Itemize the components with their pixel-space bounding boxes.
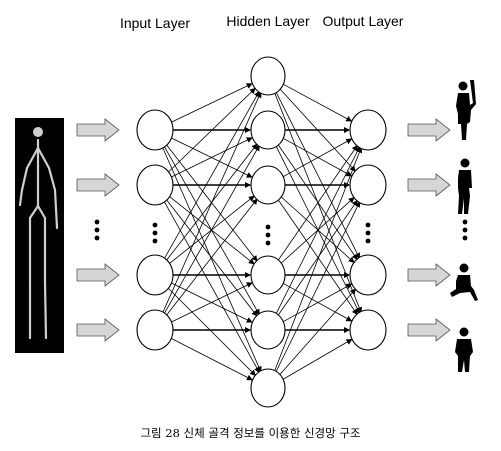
input-arrows bbox=[76, 118, 120, 342]
arrow-icon bbox=[407, 118, 451, 142]
hidden-node bbox=[250, 255, 286, 295]
arrow-icon bbox=[407, 263, 451, 287]
connection-line bbox=[282, 83, 353, 122]
person-arm-raised-icon bbox=[456, 80, 476, 140]
ellipsis-dot bbox=[265, 224, 271, 230]
connection-line bbox=[275, 201, 361, 373]
connections bbox=[161, 83, 363, 381]
input-node bbox=[136, 164, 174, 206]
arrow-icon bbox=[76, 118, 120, 142]
hidden-node bbox=[250, 56, 286, 96]
connection-line bbox=[275, 91, 360, 259]
connection-line bbox=[277, 144, 358, 262]
input-layer-label: Input Layer bbox=[120, 15, 190, 31]
ellipsis-dot bbox=[265, 240, 271, 246]
ellipsis-dot bbox=[365, 230, 371, 236]
output-node bbox=[349, 109, 387, 151]
person-standing-icon bbox=[458, 158, 472, 214]
connection-line bbox=[170, 337, 253, 381]
connection-line bbox=[282, 339, 353, 380]
connection-line bbox=[163, 90, 260, 260]
connection-line bbox=[161, 146, 262, 373]
arrow-icon bbox=[76, 263, 120, 287]
arrow-icon bbox=[407, 173, 451, 197]
output-arrows bbox=[407, 118, 451, 342]
connection-line bbox=[280, 196, 355, 263]
person-standing-icon-2 bbox=[455, 327, 473, 372]
hidden-node bbox=[250, 165, 286, 205]
person-sitting-icon bbox=[450, 263, 478, 301]
connection-line bbox=[167, 287, 256, 376]
connection-line bbox=[282, 138, 353, 178]
arrow-icon bbox=[76, 173, 120, 197]
ellipsis-dot bbox=[462, 235, 468, 241]
hidden-node bbox=[250, 368, 286, 408]
output-node bbox=[349, 164, 387, 206]
ellipsis-dot bbox=[152, 238, 158, 244]
connection-line bbox=[275, 146, 360, 315]
skeleton-icon bbox=[15, 118, 64, 353]
ellipsis-dot bbox=[462, 227, 468, 233]
connection-line bbox=[171, 282, 253, 323]
connection-line bbox=[282, 282, 353, 322]
connection-line bbox=[273, 146, 363, 373]
connection-line bbox=[167, 87, 256, 173]
output-layer-label: Output Layer bbox=[323, 13, 404, 29]
arrow-icon bbox=[407, 318, 451, 342]
ellipsis-dot bbox=[152, 222, 158, 228]
ellipsis-dot bbox=[365, 222, 371, 228]
arrow-icon bbox=[76, 318, 120, 342]
connection-line bbox=[171, 83, 253, 123]
ellipsis-dot bbox=[94, 227, 100, 233]
connection-line bbox=[165, 198, 258, 317]
connection-line bbox=[277, 199, 358, 317]
figure-caption: 그림 28 신체 골격 정보를 이용한 신경망 구조 bbox=[140, 426, 361, 440]
ellipsis-dot bbox=[94, 235, 100, 241]
connection-line bbox=[282, 283, 353, 323]
hidden-node bbox=[250, 110, 286, 150]
ellipsis-dot bbox=[462, 219, 468, 225]
connection-line bbox=[163, 200, 260, 374]
connection-line bbox=[171, 137, 253, 178]
input-node bbox=[136, 254, 174, 296]
connection-line bbox=[277, 143, 358, 261]
output-node bbox=[349, 309, 387, 351]
ellipsis-dot bbox=[94, 219, 100, 225]
connection-line bbox=[277, 198, 358, 316]
nodes bbox=[136, 56, 387, 408]
connection-line bbox=[278, 288, 357, 376]
connection-line bbox=[163, 144, 260, 315]
input-node bbox=[136, 109, 174, 151]
connection-line bbox=[161, 91, 262, 314]
input-node bbox=[136, 309, 174, 351]
hidden-node bbox=[250, 310, 286, 350]
output-node bbox=[349, 254, 387, 296]
ellipsis-dot bbox=[265, 232, 271, 238]
ellipsis-dots bbox=[94, 219, 468, 246]
connection-line bbox=[282, 137, 353, 177]
ellipsis-dot bbox=[152, 230, 158, 236]
ellipsis-dot bbox=[365, 238, 371, 244]
hidden-layer-label: Hidden Layer bbox=[226, 13, 310, 29]
